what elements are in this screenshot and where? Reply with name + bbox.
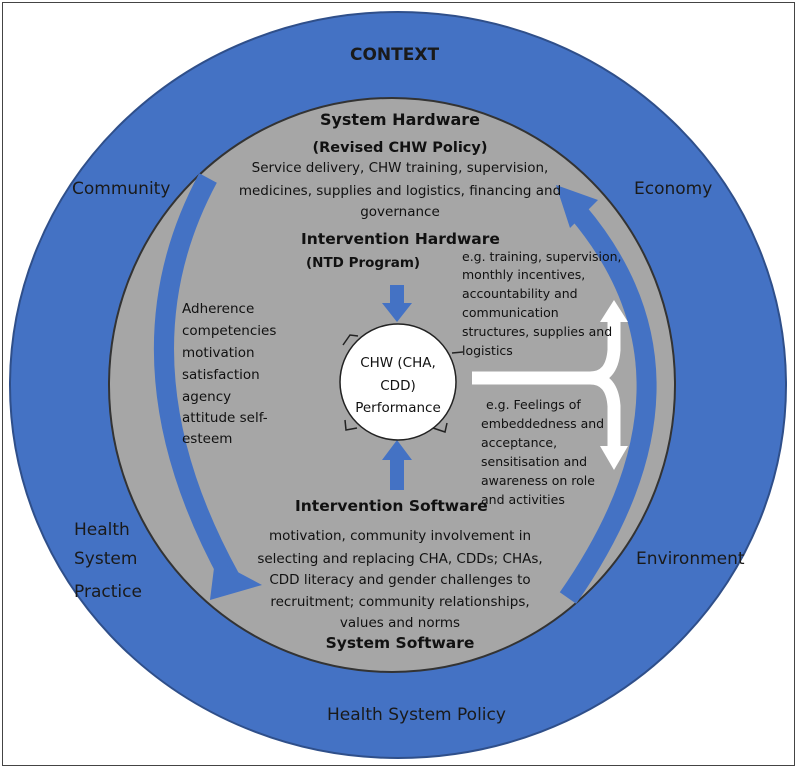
down-arrow-head	[382, 303, 412, 322]
practice-label: Practice	[74, 582, 142, 602]
system-hardware-line-1: Service delivery, CHW training, supervis…	[251, 160, 549, 176]
hardware-example-4: communication	[462, 305, 559, 320]
center-line-2: CDD)	[380, 378, 416, 394]
system-software-line-3: CDD literacy and gender challenges to	[269, 572, 531, 588]
system-hardware-line-2: medicines, supplies and logistics, finan…	[238, 183, 562, 199]
system-label: System	[74, 549, 138, 569]
intervention-software-title: Intervention Software	[295, 497, 488, 515]
software-example-2: embeddedness and	[481, 416, 605, 431]
software-example-5: awareness on role	[481, 473, 595, 488]
intervention-hardware-subtitle: (NTD Program)	[306, 255, 421, 271]
system-hardware-title: System Hardware	[319, 110, 481, 129]
software-example-4: sensitisation and	[481, 454, 588, 469]
health-system-policy-label: Health System Policy	[327, 705, 506, 725]
system-hardware-line-3: governance	[360, 204, 440, 220]
environment-label: Environment	[636, 549, 745, 569]
left-arrow-head	[210, 560, 262, 600]
community-label: Community	[72, 179, 171, 199]
hardware-example-6: logistics	[462, 343, 513, 358]
factor-esteem: esteem	[182, 431, 233, 447]
white-fork-arrow	[472, 320, 621, 446]
factor-competencies: competencies	[182, 323, 277, 339]
intervention-hardware-title: Intervention Hardware	[301, 230, 500, 248]
system-software-line-4: recruitment; community relationships,	[270, 594, 530, 610]
software-example-1: e.g. Feelings of	[486, 397, 581, 412]
center-circle	[339, 323, 457, 441]
up-arrow-head	[382, 440, 412, 460]
hardware-example-1: e.g. training, supervision,	[462, 249, 622, 264]
system-software-title: System Software	[325, 634, 475, 652]
right-curved-arrow	[559, 205, 657, 604]
center-line-1: CHW (CHA,	[360, 355, 436, 371]
right-arrow-head	[556, 185, 598, 228]
center-line-3: Performance	[355, 400, 441, 416]
up-arrow-shaft	[390, 458, 404, 490]
down-arrow-shaft	[390, 285, 404, 305]
hardware-example-5: structures, supplies and	[462, 324, 613, 339]
hardware-example-3: accountability and	[462, 286, 578, 301]
economy-label: Economy	[634, 179, 713, 199]
hardware-example-2: monthly incentives,	[462, 267, 586, 282]
left-curved-arrow	[154, 173, 239, 583]
factor-motivation: motivation	[182, 345, 255, 361]
context-title: CONTEXT	[350, 45, 440, 65]
factor-attitude: attitude self-	[182, 410, 268, 426]
white-arrow-head-down	[600, 446, 628, 470]
software-example-6: and activities	[481, 492, 565, 507]
system-software-line-5: values and norms	[339, 615, 461, 631]
system-hardware-subtitle: (Revised CHW Policy)	[312, 140, 488, 156]
health-label: Health	[74, 520, 130, 540]
cycle-ticks	[342, 334, 464, 433]
white-arrow-head-up	[600, 300, 628, 322]
factor-adherence: Adherence	[182, 301, 255, 317]
software-example-3: acceptance,	[481, 435, 558, 450]
system-software-line-2: selecting and replacing CHA, CDDs; CHAs,	[257, 551, 543, 567]
factor-agency: agency	[182, 389, 232, 405]
system-software-line-1: motivation, community involvement in	[268, 528, 532, 544]
factor-satisfaction: satisfaction	[182, 367, 260, 383]
